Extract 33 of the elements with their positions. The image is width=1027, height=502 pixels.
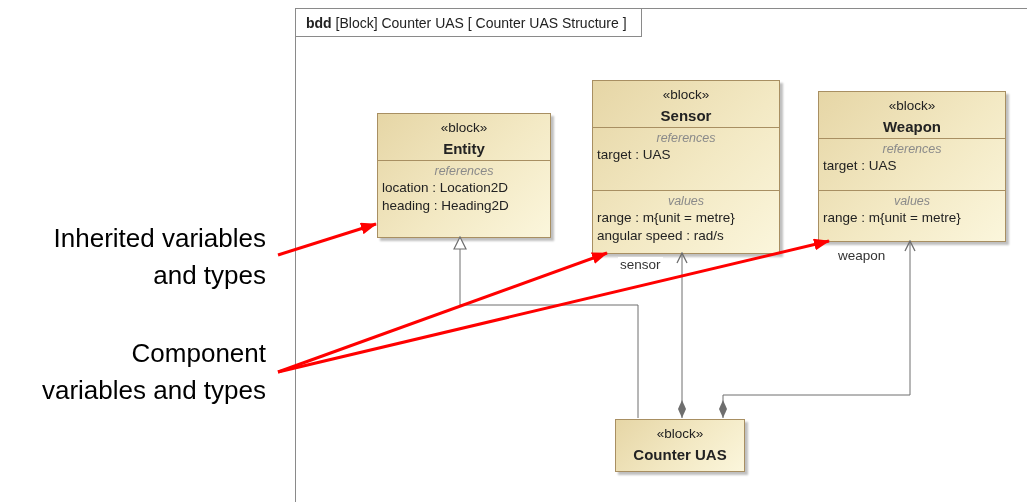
frame-heading: bdd [Block] Counter UAS [ Counter UAS Structure ] [296,9,642,37]
attribute-text: location : Location2D [382,179,510,197]
stereotype-label: «block» [655,425,705,443]
attribute-text: target : UAS [597,146,672,164]
annotation-text: Inherited variables and types [36,220,278,296]
compartment-title: references [433,163,495,179]
attribute-text: angular speed : rad/s [597,227,725,245]
generalization-arrow [453,236,639,419]
block-box [377,113,551,238]
leader-line [277,222,377,257]
attribute-text: heading : Heading2D [382,197,510,215]
block-name: Sensor [659,106,713,126]
compartment-title: references [881,141,943,157]
attribute-text: range : m{unit = metre} [597,209,736,227]
compartment-title: values [666,193,706,209]
stereotype-label: «block» [661,86,711,104]
leader-line [277,238,830,374]
attribute-text: target : UAS [823,157,898,175]
block-name: Entity [442,139,486,159]
diagram-frame [295,8,1027,502]
block-box [592,80,780,254]
stereotype-label: «block» [439,119,489,137]
annotation-text: Component variables and types [36,335,278,411]
block-box [615,419,745,472]
stereotype-label: «block» [887,97,937,115]
block-box [818,91,1006,242]
compartment-title: values [892,192,932,209]
block-name: Weapon [881,117,943,137]
composition-arrow [676,252,688,419]
attribute-text: range : m{unit = metre} [823,208,962,227]
compartment-title: references [655,130,717,146]
block-name: Counter UAS [632,445,728,465]
composition-arrow [719,240,916,419]
